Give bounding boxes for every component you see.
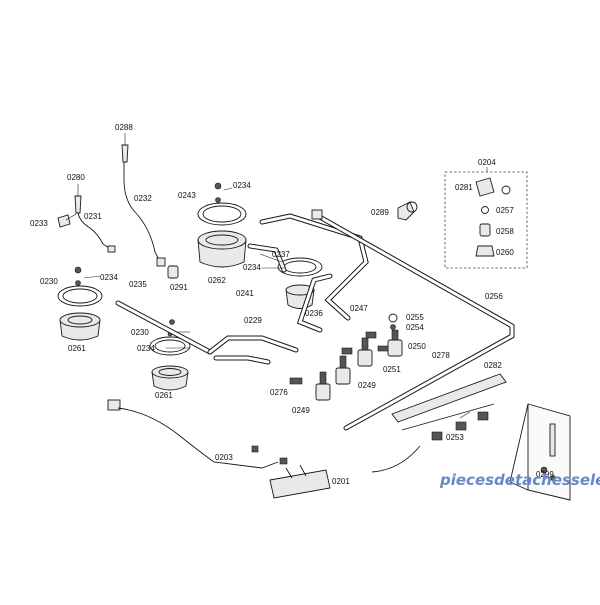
screw-0254 <box>390 324 396 330</box>
label-0241: 0241 <box>236 289 254 298</box>
label-0278: 0278 <box>432 351 450 360</box>
label-0256: 0256 <box>485 292 503 301</box>
label-0201: 0201 <box>332 477 350 486</box>
nozzle-0276 <box>289 377 303 385</box>
label-0235: 0235 <box>129 280 147 289</box>
label-0229: 0229 <box>244 316 262 325</box>
burner-0261-left <box>57 266 103 341</box>
label-0234-c: 0234 <box>137 344 155 353</box>
large-burner-0262 <box>167 182 247 279</box>
label-0243: 0243 <box>178 191 196 200</box>
label-0260: 0260 <box>496 248 514 257</box>
label-0288: 0288 <box>115 123 133 132</box>
label-0230-a: 0230 <box>40 277 58 286</box>
ignition-bar-0282 <box>371 373 507 473</box>
label-0254: 0254 <box>406 323 424 332</box>
leader-lines <box>83 187 471 419</box>
label-0251: 0251 <box>383 365 401 374</box>
spark-module-0201 <box>269 464 331 499</box>
label-0234-b: 0234 <box>100 273 118 282</box>
nozzle-a <box>341 347 353 355</box>
label-0249-a: 0249 <box>358 381 376 390</box>
label-0234-a: 0234 <box>233 181 251 190</box>
valve-0249b <box>315 371 331 401</box>
nozzle-b <box>365 331 377 339</box>
label-0289: 0289 <box>371 208 389 217</box>
label-0255: 0255 <box>406 313 424 322</box>
label-0232: 0232 <box>134 194 152 203</box>
label-0276: 0276 <box>270 388 288 397</box>
label-0291: 0291 <box>170 283 188 292</box>
burner-0261-lower <box>149 319 191 391</box>
gas-tube-set <box>115 213 369 365</box>
label-0237: 0237 <box>272 250 290 259</box>
label-0250: 0250 <box>408 342 426 351</box>
label-0299: 0299 <box>536 470 554 479</box>
valve-0250 <box>377 329 403 357</box>
label-0262: 0262 <box>208 276 226 285</box>
label-0236: 0236 <box>305 309 323 318</box>
valve-row <box>289 313 403 401</box>
elbow-fitting-0289 <box>397 201 418 221</box>
label-0280: 0280 <box>67 173 85 182</box>
label-0261-b: 0261 <box>155 391 173 400</box>
label-0249-b: 0249 <box>292 406 310 415</box>
label-0261-a: 0261 <box>68 344 86 353</box>
label-0258: 0258 <box>496 227 514 236</box>
label-0233: 0233 <box>30 219 48 228</box>
screw-bag-0299 <box>509 403 571 501</box>
seal-0255 <box>388 313 398 323</box>
part-number-labels: 0288 0280 0233 0231 0232 0243 0234 0230 … <box>30 123 554 486</box>
main-gas-rail-0256 <box>311 209 515 431</box>
thermocouple-0288 <box>121 133 166 267</box>
label-0257: 0257 <box>496 206 514 215</box>
label-0247: 0247 <box>350 304 368 313</box>
valve-0249a <box>335 355 351 385</box>
label-0230-b: 0230 <box>131 328 149 337</box>
label-0282: 0282 <box>484 361 502 370</box>
connection-kit-0204 <box>444 167 528 269</box>
label-0203: 0203 <box>215 453 233 462</box>
watermark-text: piecesdetachesselec.com <box>439 471 600 489</box>
label-0281: 0281 <box>455 183 473 192</box>
label-0204: 0204 <box>478 158 496 167</box>
thermocouple-0280 <box>57 184 116 253</box>
label-0234-d: 0234 <box>243 263 261 272</box>
wiring-harness-0203 <box>107 399 288 469</box>
label-0231: 0231 <box>84 212 102 221</box>
label-0253: 0253 <box>446 433 464 442</box>
valve-0251 <box>357 337 373 367</box>
